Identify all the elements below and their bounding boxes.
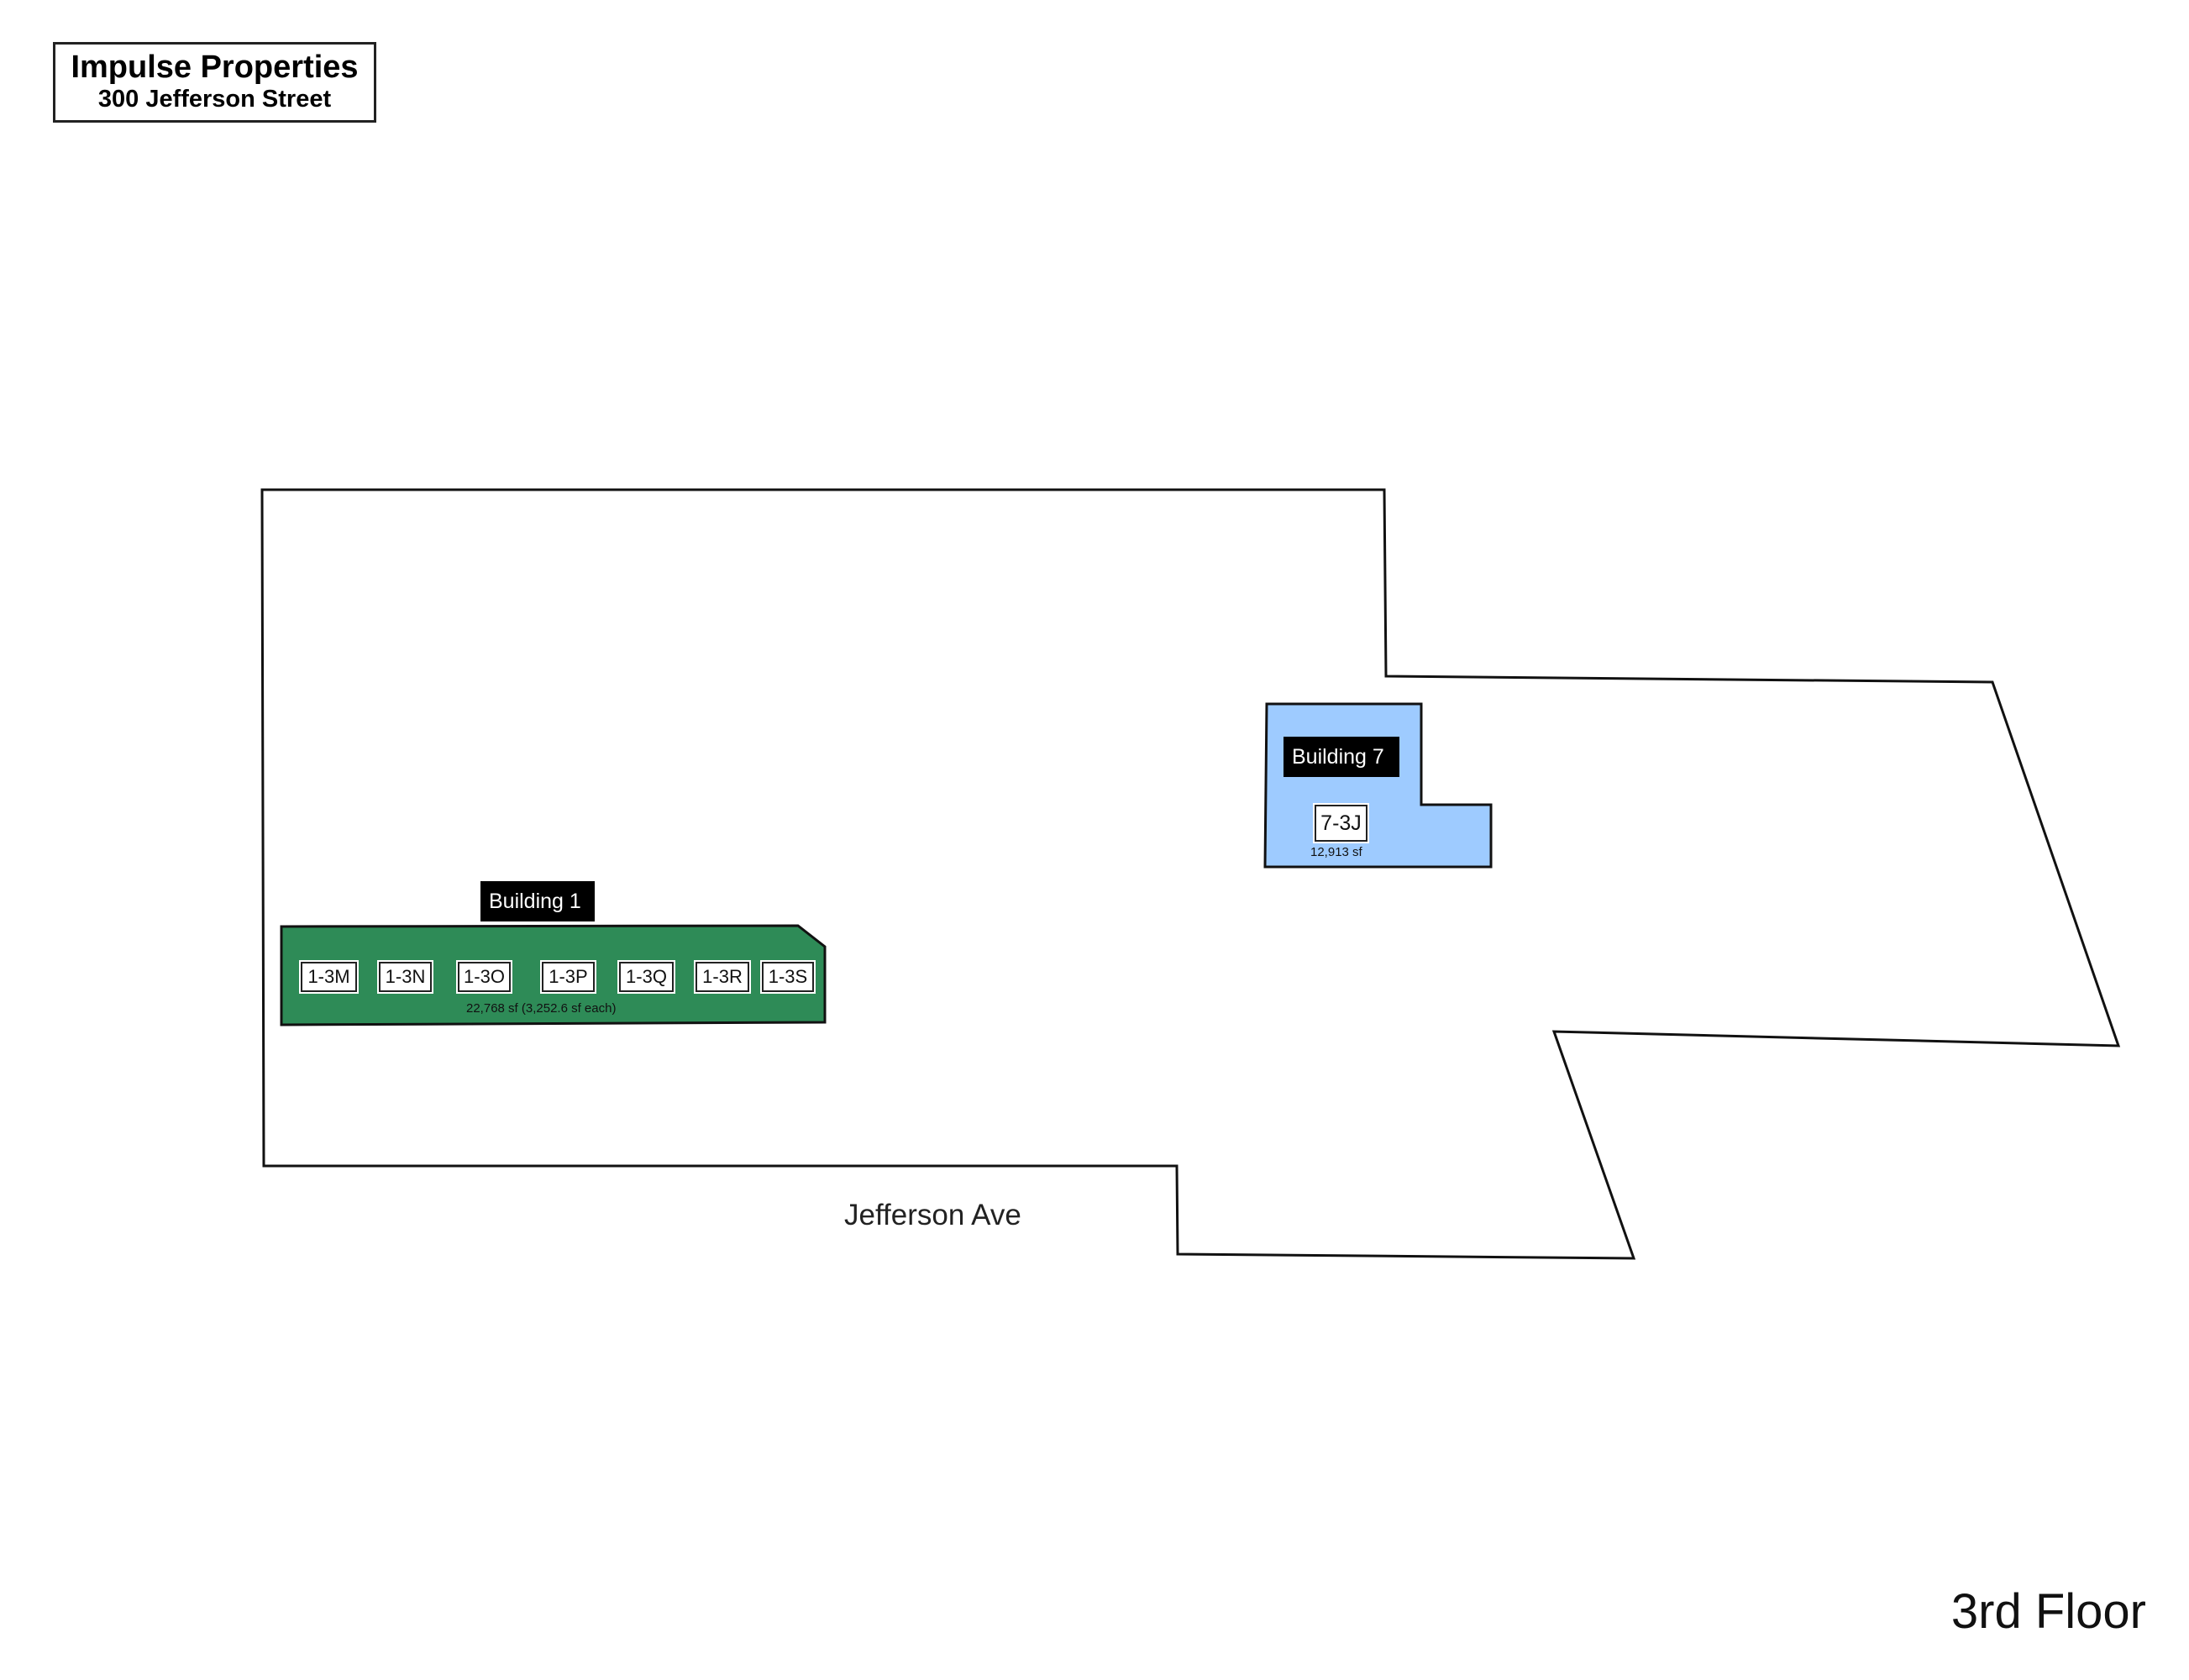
building-7-label[interactable]: Building 7: [1283, 737, 1399, 777]
unit-1-3s[interactable]: 1-3S: [762, 962, 814, 992]
company-name: Impulse Properties: [71, 50, 359, 85]
unit-1-3r[interactable]: 1-3R: [696, 962, 749, 992]
property-title-box: Impulse Properties 300 Jefferson Street: [53, 42, 376, 123]
building-1-area: 22,768 sf (3,252.6 sf each): [466, 1001, 617, 1016]
building-7-area: 12,913 sf: [1310, 845, 1362, 859]
street-label: Jefferson Ave: [844, 1199, 1021, 1231]
building-1-label[interactable]: Building 1: [480, 881, 595, 921]
unit-1-3n[interactable]: 1-3N: [379, 962, 432, 992]
unit-1-3m[interactable]: 1-3M: [301, 962, 357, 992]
unit-1-3p[interactable]: 1-3P: [542, 962, 595, 992]
property-boundary: [260, 488, 2121, 1260]
unit-7-3j[interactable]: 7-3J: [1315, 805, 1367, 842]
unit-1-3q[interactable]: 1-3Q: [619, 962, 674, 992]
unit-1-3o[interactable]: 1-3O: [458, 962, 511, 992]
property-address: 300 Jefferson Street: [97, 86, 332, 113]
floor-label: 3rd Floor: [1950, 1584, 2146, 1639]
